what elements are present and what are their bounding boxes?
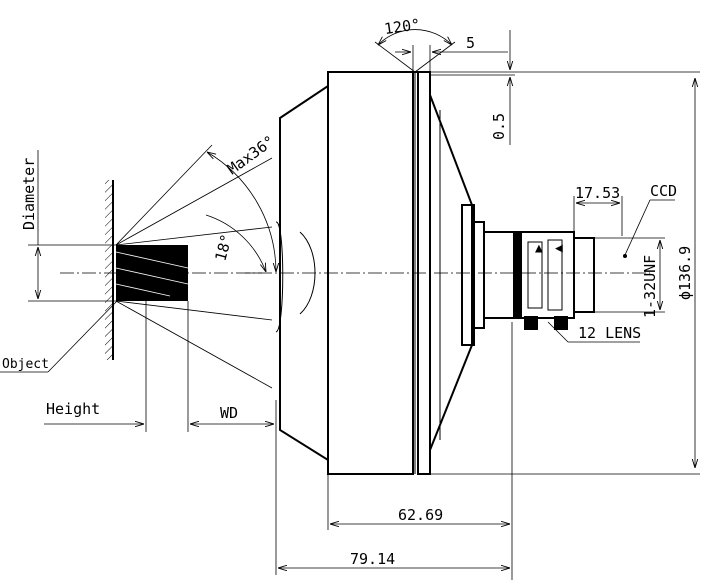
ccd-label: CCD [650, 182, 677, 200]
angle-120-label: 120° [383, 15, 421, 38]
adapter-length-dimension: 17.53 [573, 184, 623, 236]
lens-rear-cone [429, 94, 473, 451]
adapter-length-label: 17.53 [575, 184, 620, 202]
object-wall [105, 180, 114, 360]
mount-flange [473, 221, 485, 329]
total-length-label: 79.14 [350, 550, 395, 568]
height-label: Height [46, 400, 100, 418]
svg-text:◀: ◀ [555, 241, 563, 256]
wd-label: WD [220, 404, 238, 422]
thread-label: 1-32UNF [641, 255, 659, 318]
svg-text:▲: ▲ [535, 241, 543, 256]
object-block [115, 245, 189, 301]
body-length-dimension: 62.69 [327, 322, 513, 580]
lens-callout: 12 LENS [547, 321, 641, 343]
max-angle-label: Max36° [224, 132, 278, 178]
ccd-callout: CCD [623, 182, 677, 258]
height-wd-dimension: Height WD [44, 301, 274, 432]
object-callout: Object [0, 299, 119, 373]
rim-width-label: 5 [466, 34, 475, 52]
object-label: Object [2, 357, 49, 372]
diameter-label: ϕ136.9 [676, 246, 694, 300]
diameter-text-label: Diameter [20, 158, 38, 230]
thread-dimension: 1-32UNF [594, 237, 665, 318]
total-length-dimension: 79.14 [275, 400, 510, 575]
half-angle-label: 18° [211, 232, 235, 263]
half-angle-arc [205, 214, 266, 272]
body-length-label: 62.69 [398, 506, 443, 524]
max-angle-arc [207, 152, 276, 272]
rim-offset-label: 0.5 [490, 113, 508, 140]
rim-offset-dimension: 0.5 [430, 30, 700, 145]
diameter-object-dimension: Diameter [20, 150, 116, 302]
diameter-dimension: ϕ136.9 [430, 78, 700, 475]
angle-120-dimension: 120° [374, 15, 456, 73]
rim-width-dimension: 5 [395, 34, 508, 72]
adapter-lens: ▲ ◀ [483, 231, 595, 330]
lens-label: 12 LENS [578, 324, 641, 342]
